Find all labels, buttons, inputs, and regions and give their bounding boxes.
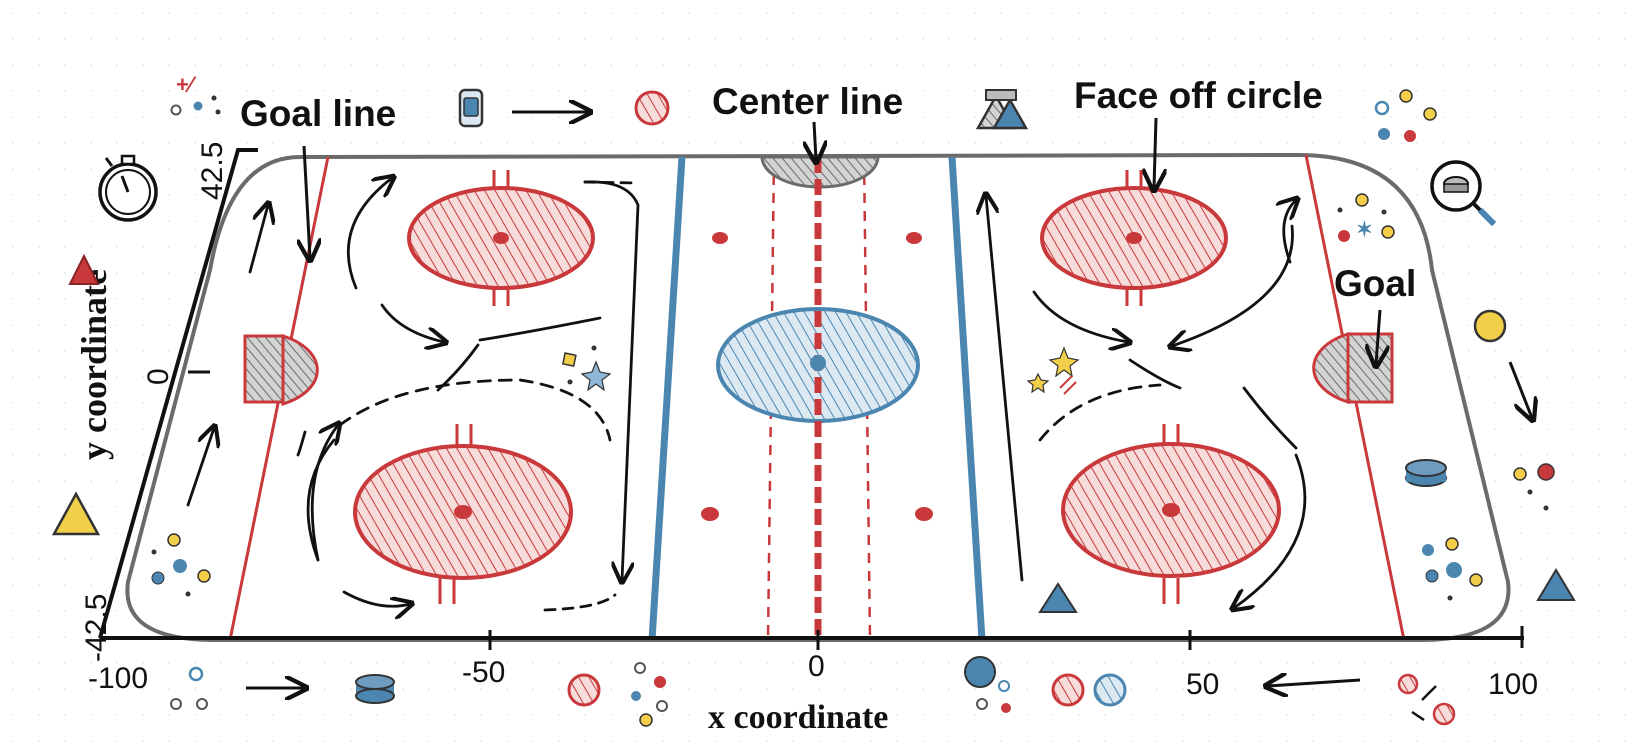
faceoff-circle-top-right	[1040, 170, 1228, 306]
blue-line-left	[648, 156, 686, 640]
center-line-label: Center line	[712, 81, 903, 122]
goal-line-label: Goal line	[240, 93, 396, 134]
red-triangle-icon	[68, 253, 100, 285]
y-tick-label: 42.5	[196, 142, 229, 200]
arrow-icon	[1268, 680, 1361, 686]
x-tick-label: 100	[1488, 668, 1538, 701]
decor-top-right	[1374, 89, 1437, 142]
neutral-dot	[906, 232, 922, 244]
neutral-dot	[701, 507, 719, 521]
neutral-dot	[915, 507, 933, 521]
x-tick-label: 0	[808, 650, 825, 683]
arrow-icon	[1508, 361, 1532, 418]
svg-text:+⁄: +⁄	[176, 72, 197, 97]
magnifier-icon	[1430, 160, 1497, 227]
watch-icon	[458, 88, 484, 128]
decor-bottom-row-left	[170, 666, 208, 710]
red-ball-icon	[634, 90, 670, 126]
y-axis	[98, 148, 258, 639]
puck-icon	[1405, 459, 1447, 487]
goal-crease-right	[1312, 331, 1394, 405]
sparkle-left	[561, 345, 612, 392]
center-line-pointer	[814, 121, 816, 160]
goal-line-pointer	[304, 145, 310, 258]
y-tick-label: 0	[142, 368, 175, 385]
faceoff-circle-bottom-left	[353, 424, 573, 604]
goal-crease-left	[243, 333, 319, 407]
decor-top-left: +⁄	[170, 72, 221, 116]
puck-icon	[355, 674, 395, 704]
decor-bottom-row-mid	[631, 662, 668, 727]
y-tick-label: -42.5	[80, 594, 113, 662]
red-ball-icon	[567, 673, 601, 707]
sparkle-upper-right: ✶	[1337, 193, 1395, 242]
flow-paths-right	[986, 196, 1307, 608]
cone-stack-icon	[975, 89, 1029, 130]
blue-line-right	[948, 156, 986, 640]
face-off-circle-label: Face off circle	[1074, 75, 1323, 116]
yellow-ball-icon	[1473, 309, 1507, 343]
decor-right-middle	[1513, 463, 1555, 511]
blue-cone-icon	[1038, 582, 1078, 613]
stopwatch-icon	[98, 154, 158, 222]
svg-text:✶: ✶	[1356, 219, 1373, 241]
face-off-circle-pointer	[1154, 117, 1156, 188]
goal-label: Goal	[1334, 263, 1416, 304]
decor-bottom-row-far-right	[1397, 673, 1456, 726]
blue-triangle-icon	[1536, 568, 1576, 601]
x-tick-label: 50	[1186, 668, 1219, 701]
neutral-dot	[712, 232, 728, 244]
y-axis-title: y coordinate	[74, 269, 114, 460]
faceoff-circle-bottom-right	[1061, 424, 1281, 604]
x-axis-title: x coordinate	[708, 699, 888, 736]
x-tick-label: -100	[88, 662, 148, 695]
decor-bottom-left	[151, 533, 211, 597]
yellow-triangle-icon	[51, 491, 101, 536]
faceoff-circle-top-left	[407, 170, 595, 306]
x-axis	[100, 626, 1524, 650]
decor-bottom-right	[1422, 537, 1483, 601]
x-tick-label: -50	[462, 656, 505, 689]
sparkle-right	[1026, 346, 1080, 395]
decor-bottom-row-right	[964, 656, 1127, 713]
flow-paths-left	[186, 178, 640, 610]
goal-pointer	[1376, 309, 1380, 364]
center-faceoff-dot	[810, 355, 826, 371]
